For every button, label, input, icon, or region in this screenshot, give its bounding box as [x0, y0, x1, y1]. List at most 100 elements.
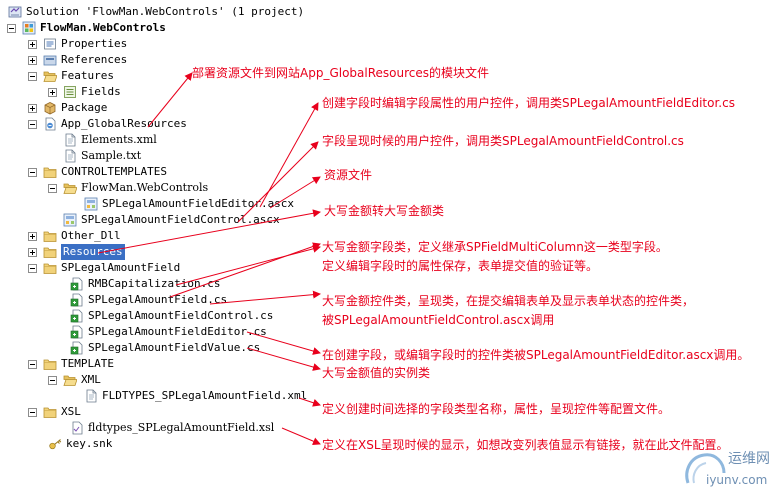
tree-item-fieldeditor-cs[interactable]: SPLegalAmountFieldEditor.cs: [70, 324, 267, 340]
expand-toggle-icon[interactable]: [28, 103, 37, 113]
solution-title: Solution 'FlowMan.WebControls' (1 projec…: [26, 5, 305, 18]
folder-icon: [43, 229, 57, 243]
annotation-note: 被SPLegalAmountFieldControl.ascx调用: [322, 313, 555, 327]
tree-item-features[interactable]: Features: [28, 68, 114, 84]
tree-item-project[interactable]: FlowMan.WebControls: [7, 20, 166, 36]
tree-item-label: SPLegalAmountFieldEditor.cs: [88, 325, 267, 338]
package-icon: [43, 101, 57, 115]
xsl-file-icon: [70, 421, 84, 435]
tree-item-fieldvalue-cs[interactable]: SPLegalAmountFieldValue.cs: [70, 340, 260, 356]
key-icon: [48, 437, 62, 451]
tree-item-label: Features: [61, 69, 114, 82]
user-control-icon: [84, 197, 98, 211]
collapse-toggle-icon[interactable]: [28, 71, 37, 81]
tree-item-label: Other_Dll: [61, 229, 121, 242]
tree-item-other-dll[interactable]: Other_Dll: [28, 228, 121, 244]
feature-icon: [63, 85, 77, 99]
collapse-toggle-icon[interactable]: [28, 167, 37, 177]
csharp-file-icon: [70, 277, 84, 291]
folder-icon: [43, 245, 57, 259]
tree-item-flowman-webcontrols-folder[interactable]: FlowMan.WebControls: [48, 180, 208, 196]
collapse-toggle-icon[interactable]: [48, 375, 57, 385]
tree-item-editor-ascx[interactable]: SPLegalAmountFieldEditor.ascx: [84, 196, 294, 212]
tree-item-label: SPLegalAmountField.cs: [88, 293, 228, 306]
annotation-note: 定义在XSL呈现时候的显示，如想改变列表值显示有链接，就在此文件配置。: [322, 438, 729, 452]
tree-item-label: Elements.xml: [81, 133, 157, 146]
annotation-note: 大写金额控件类，呈现类，在提交编辑表单及显示表单状态的控件类，: [322, 294, 695, 308]
csharp-file-icon: [70, 293, 84, 307]
project-label: FlowMan.WebControls: [40, 21, 166, 34]
solution-icon: [8, 5, 22, 19]
tree-item-controltemplates[interactable]: CONTROLTEMPLATES: [28, 164, 167, 180]
tree-item-elements-xml[interactable]: Elements.xml: [63, 132, 157, 148]
tree-item-splegalamountfield[interactable]: SPLegalAmountField: [28, 260, 180, 276]
properties-icon: [43, 37, 57, 51]
tree-item-label: key.snk: [66, 437, 113, 450]
collapse-toggle-icon[interactable]: [7, 23, 16, 33]
folder-icon: [43, 261, 57, 275]
user-control-icon: [63, 213, 77, 227]
tree-item-label: SPLegalAmountFieldControl.cs: [88, 309, 274, 322]
tree-item-label-selected: Resources: [61, 244, 125, 260]
tree-item-label: FLDTYPES_SPLegalAmountField.xml: [102, 389, 308, 402]
collapse-toggle-icon[interactable]: [28, 119, 37, 129]
tree-item-resources[interactable]: Resources: [28, 244, 125, 260]
tree-item-app-globalresources[interactable]: App_GlobalResources: [28, 116, 187, 132]
watermark-logo: 运维网 iyunv.com: [685, 451, 770, 487]
tree-item-label: RMBCapitalization.cs: [88, 277, 221, 290]
collapse-toggle-icon[interactable]: [48, 183, 57, 193]
tree-item-label: SPLegalAmountFieldControl.ascx: [81, 213, 280, 226]
tree-item-label: SPLegalAmountFieldValue.cs: [88, 341, 261, 354]
tree-item-label: Sample.txt: [81, 149, 142, 162]
expand-toggle-icon[interactable]: [48, 87, 57, 97]
tree-item-label: SPLegalAmountField: [61, 261, 181, 274]
expand-toggle-icon[interactable]: [28, 39, 37, 49]
tree-item-fldtypes-xsl[interactable]: fldtypes_SPLegalAmountField.xsl: [70, 420, 274, 436]
annotation-note: 大写金额转大写金额类: [324, 204, 445, 218]
tree-item-label: References: [61, 53, 128, 66]
collapse-toggle-icon[interactable]: [28, 359, 37, 369]
folder-open-icon: [63, 181, 77, 195]
annotation-note: 在创建字段，或编辑字段时的控件类被SPLegalAmountFieldEdito…: [322, 348, 750, 362]
tree-item-fldtypes-xml[interactable]: FLDTYPES_SPLegalAmountField.xml: [84, 388, 307, 404]
tree-item-template[interactable]: TEMPLATE: [28, 356, 114, 372]
tree-item-sample-txt[interactable]: Sample.txt: [63, 148, 141, 164]
tree-item-control-ascx[interactable]: SPLegalAmountFieldControl.ascx: [63, 212, 280, 228]
csharp-file-icon: [70, 325, 84, 339]
watermark-en: iyunv.com: [706, 473, 767, 487]
file-icon: [63, 133, 77, 147]
annotation-note: 部署资源文件到网站App_GlobalResources的模块文件: [192, 66, 490, 80]
tree-item-references[interactable]: References: [28, 52, 127, 68]
expand-toggle-icon[interactable]: [28, 55, 37, 65]
csharp-file-icon: [70, 309, 84, 323]
tree-item-fields[interactable]: Fields: [48, 84, 121, 100]
file-icon: [84, 389, 98, 403]
tree-item-rmbcapitalization-cs[interactable]: RMBCapitalization.cs: [70, 276, 220, 292]
tree-item-properties[interactable]: Properties: [28, 36, 127, 52]
tree-item-field-cs[interactable]: SPLegalAmountField.cs: [70, 292, 227, 308]
tree-item-label: XSL: [61, 405, 81, 418]
tree-item-package[interactable]: Package: [28, 100, 107, 116]
tree-item-label: TEMPLATE: [61, 357, 114, 370]
collapse-toggle-icon[interactable]: [28, 263, 37, 273]
csharp-file-icon: [70, 341, 84, 355]
annotation-note: 定义创建时间选择的字段类型名称，属性，呈现控件等配置文件。: [322, 402, 671, 416]
tree-item-xsl[interactable]: XSL: [28, 404, 81, 420]
solution-node[interactable]: Solution 'FlowMan.WebControls' (1 projec…: [8, 4, 304, 20]
tree-item-fieldcontrol-cs[interactable]: SPLegalAmountFieldControl.cs: [70, 308, 273, 324]
tree-item-key-snk[interactable]: key.snk: [48, 436, 112, 452]
references-icon: [43, 53, 57, 67]
project-icon: [22, 21, 36, 35]
tree-item-label: XML: [81, 373, 101, 386]
tree-item-label: CONTROLTEMPLATES: [61, 165, 167, 178]
tree-item-label: FlowMan.WebControls: [81, 181, 209, 194]
annotation-note: 字段呈现时候的用户控件，调用类SPLegalAmountFieldControl…: [322, 134, 684, 148]
expand-toggle-icon[interactable]: [28, 231, 37, 241]
expand-toggle-icon[interactable]: [28, 247, 37, 257]
folder-icon: [43, 357, 57, 371]
tree-item-xml[interactable]: XML: [48, 372, 101, 388]
tree-item-label: App_GlobalResources: [61, 117, 187, 130]
collapse-toggle-icon[interactable]: [28, 407, 37, 417]
folder-open-icon: [43, 69, 57, 83]
annotation-note: 资源文件: [324, 168, 373, 182]
